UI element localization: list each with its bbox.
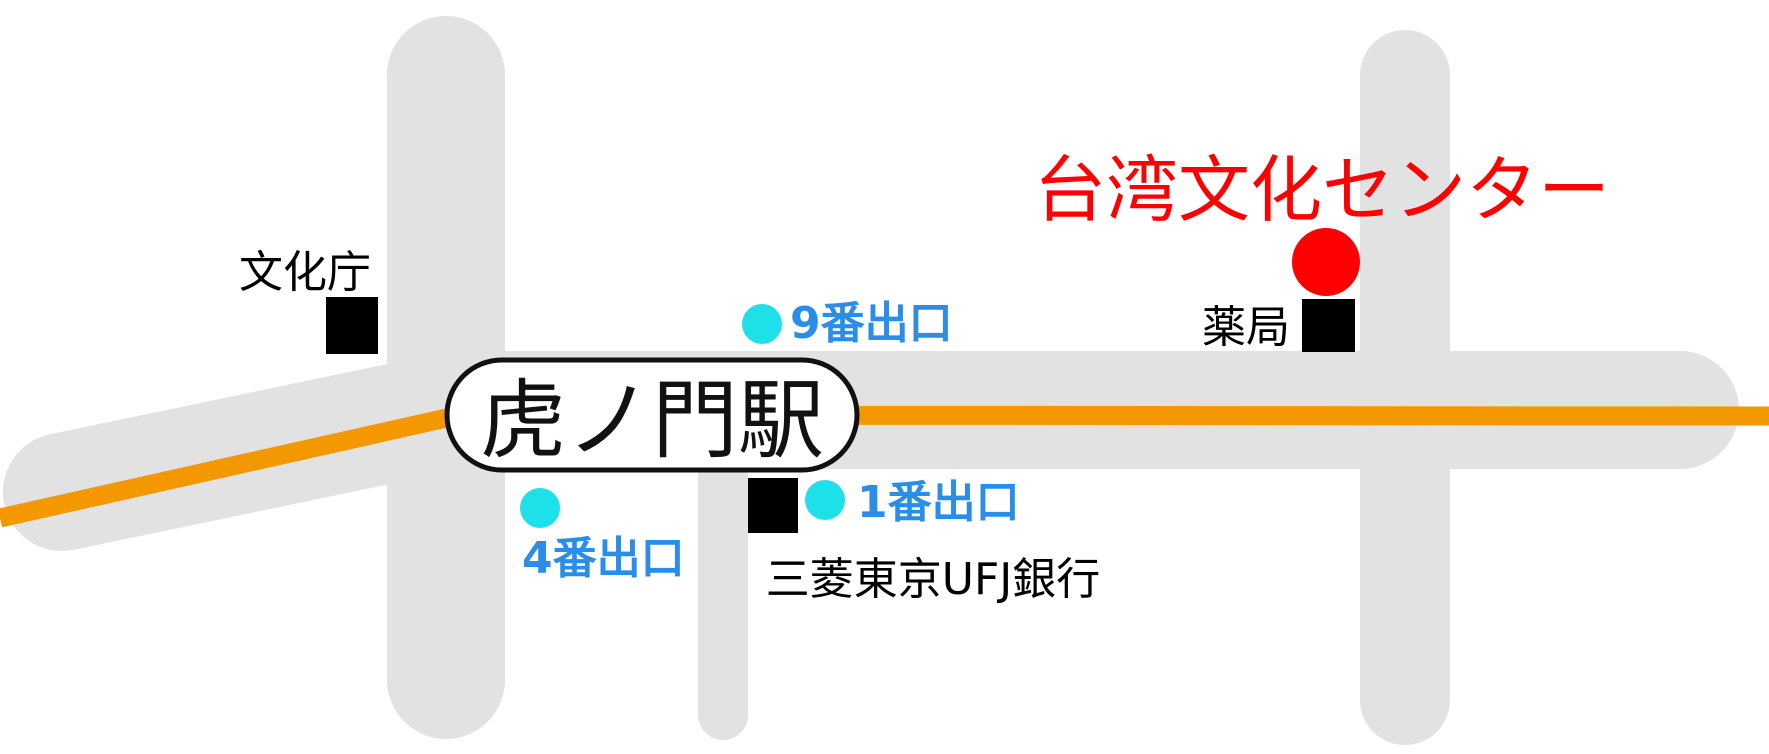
pharmacy-label: 薬局 [1202,302,1290,353]
destination-marker [1292,228,1360,296]
pharmacy-marker [1302,299,1355,352]
bunka-cho-label: 文化庁 [239,247,371,298]
station-name: 虎ノ門駅 [480,371,824,471]
exit-4-label: 4番出口 [522,533,685,584]
exit-4-marker [520,488,560,528]
exit-1-marker [805,480,845,520]
exit-1-label: 1番出口 [857,477,1020,528]
exit-9-label: 9番出口 [790,298,953,349]
bank-label: 三菱東京UFJ銀行 [766,554,1101,605]
exit-9-marker [742,304,782,344]
station-badge: 虎ノ門駅 [444,357,860,473]
station-badge-frame [444,357,860,473]
bank-marker [748,478,798,533]
bunka-cho-marker [326,297,378,354]
destination-label: 台湾文化センター [1034,148,1610,232]
